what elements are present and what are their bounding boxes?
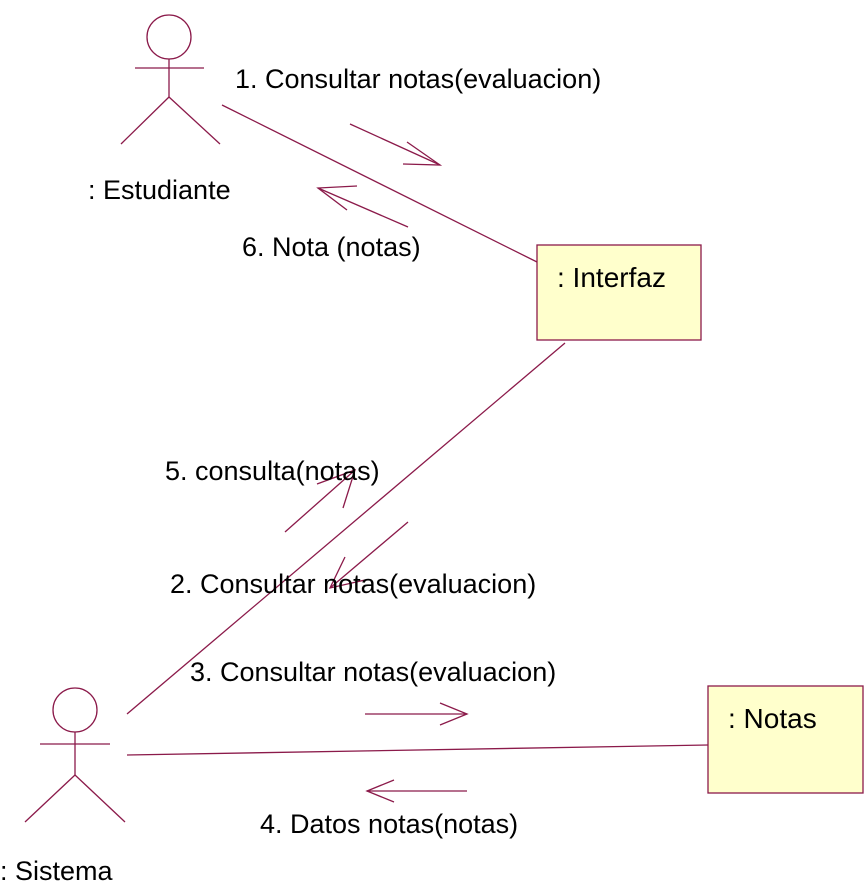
object-notas-box	[707, 685, 864, 794]
actor-head	[52, 687, 98, 733]
message-5-label: 5. consulta(notas)	[165, 456, 380, 486]
message-2-label: 2. Consultar notas(evaluacion)	[170, 569, 536, 599]
link-estudiante-interfaz	[221, 104, 538, 263]
arrow-message-5	[284, 468, 357, 533]
object-interfaz-box	[536, 244, 702, 341]
actor-estudiante-name: : Estudiante	[88, 175, 231, 205]
arrow-message-1	[349, 123, 443, 166]
object-interfaz[interactable]: : Interfaz	[536, 244, 702, 341]
object-interfaz-name: : Interfaz	[557, 262, 666, 293]
message-1-label: 1. Consultar notas(evaluacion)	[235, 64, 601, 94]
actor-right-leg	[74, 774, 126, 823]
actor-left-leg	[120, 96, 170, 145]
actor-left-leg	[24, 774, 76, 823]
message-3-label: 3. Consultar notas(evaluacion)	[190, 657, 556, 687]
arrow-message-4	[365, 779, 467, 803]
arrow-message-2	[328, 521, 409, 589]
actor-estudiante[interactable]: : Estudiante	[88, 14, 231, 205]
actor-head	[146, 14, 192, 60]
link-interfaz-sistema	[126, 342, 566, 715]
object-notas[interactable]: : Notas	[707, 685, 864, 794]
arrow-message-6	[316, 185, 409, 228]
object-notas-name: : Notas	[728, 703, 817, 734]
actor-sistema-name: : Sistema	[0, 856, 114, 886]
message-6-label: 6. Nota (notas)	[242, 232, 421, 262]
message-4-label: 4. Datos notas(notas)	[260, 809, 518, 839]
actor-sistema[interactable]: : Sistema	[0, 687, 126, 886]
actor-right-leg	[168, 96, 221, 145]
link-sistema-notas	[126, 744, 709, 756]
arrow-message-3	[365, 702, 469, 726]
